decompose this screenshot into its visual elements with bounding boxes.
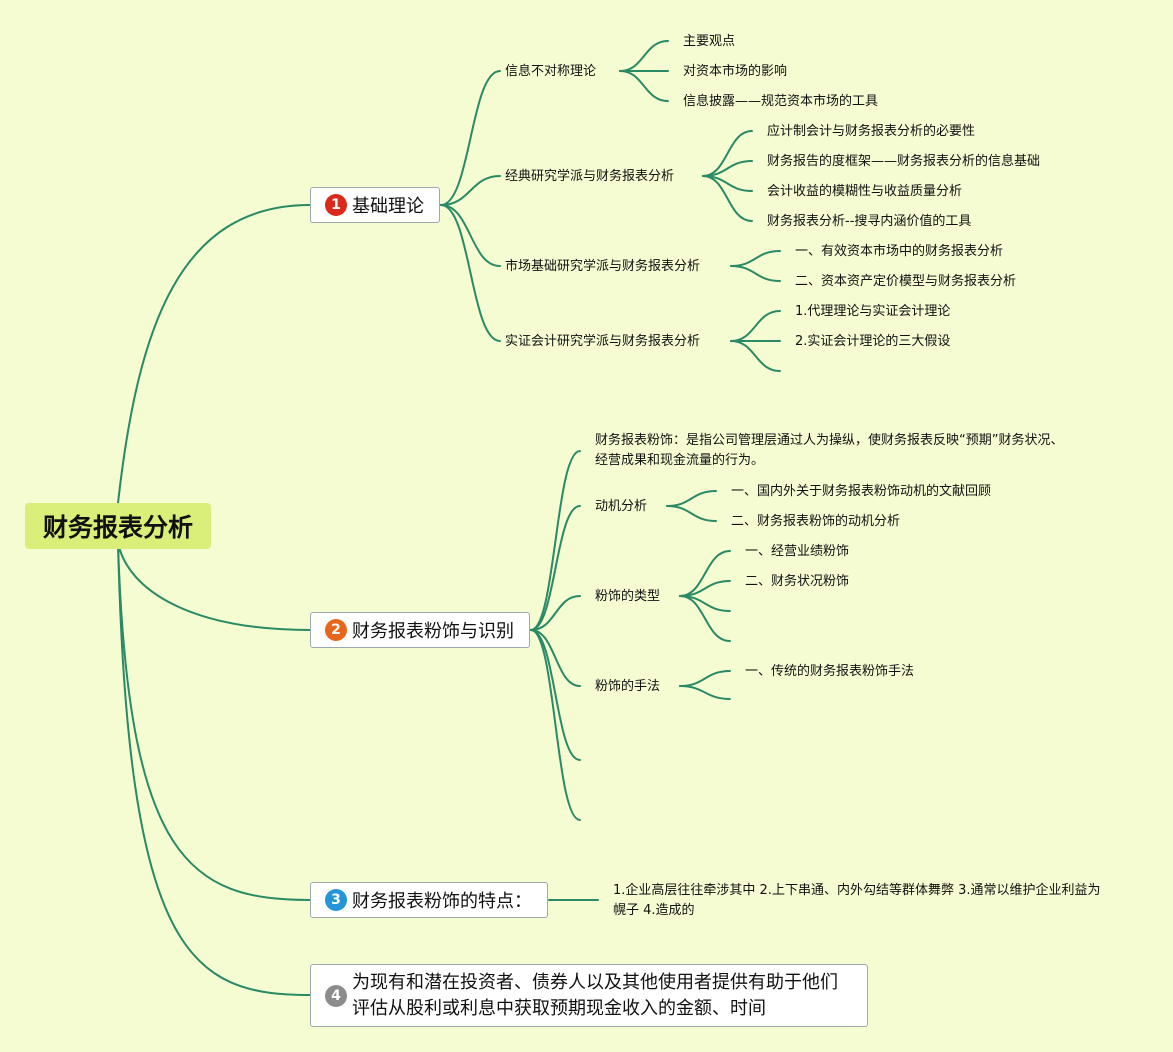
number-2-icon: 2 [325, 619, 347, 641]
edge-b2-leaf-c0 [679, 670, 731, 687]
edge-b1-leaf-d0 [730, 310, 781, 342]
edge-b1-leaf-c0 [730, 250, 781, 267]
node-market-school[interactable]: 市场基础研究学派与财务报表分析 [505, 259, 701, 274]
edge-b2-leaf-a1 [666, 505, 717, 522]
edge-b1-leaf-a0 [619, 40, 669, 72]
leaf-three-hypotheses[interactable]: 2.实证会计理论的三大假设 [795, 334, 951, 349]
leaf-intrinsic-value[interactable]: 财务报表分析--搜寻内涵价值的工具 [767, 214, 972, 229]
node-positive-school[interactable]: 实证会计研究学派与财务报表分析 [505, 334, 701, 349]
branch-label: 基础理论 [352, 196, 424, 217]
node-classical-school[interactable]: 经典研究学派与财务报表分析 [505, 169, 675, 184]
edge-b1-sub2 [440, 204, 501, 267]
node-info-asymmetry[interactable]: 信息不对称理论 [505, 64, 597, 79]
edge-root-branch4 [117, 542, 311, 996]
root-node[interactable]: 财务报表分析 [25, 503, 211, 549]
edge-b2-leaf-c1 [679, 685, 731, 700]
leaf-capital-market-impact[interactable]: 对资本市场的影响 [683, 64, 788, 79]
node-dressing-types[interactable]: 粉饰的类型 [595, 589, 661, 604]
edge-b1-leaf-d2 [730, 340, 781, 372]
node-dressing-methods[interactable]: 粉饰的手法 [595, 679, 661, 694]
branch-label: 财务报表粉饰的特点： [352, 891, 532, 912]
branch-label: 财务报表粉饰与识别 [352, 621, 514, 642]
edge-b1-sub3 [440, 204, 501, 342]
number-3-icon: 3 [325, 889, 347, 911]
edge-b1-sub0 [440, 70, 501, 206]
edge-b2-sub1 [530, 505, 581, 631]
leaf-capm[interactable]: 二、资本资产定价模型与财务报表分析 [795, 274, 1017, 289]
root-label: 财务报表分析 [42, 513, 193, 542]
edge-root-branch3 [117, 542, 311, 901]
branch-basic-theory[interactable]: 1 基础理论 [310, 187, 440, 223]
leaf-traditional-methods[interactable]: 一、传统的财务报表粉饰手法 [745, 664, 915, 679]
edge-b2-sub5 [530, 629, 581, 821]
branch-label: 为现有和潜在投资者、债券人以及其他使用者提供有助于他们评估从股利或利息中获取预期… [352, 971, 838, 1019]
edge-b1-sub1 [440, 175, 501, 206]
edge-b2-sub2 [530, 595, 581, 631]
branch-characteristics[interactable]: 3 财务报表粉饰的特点： [310, 882, 548, 918]
leaf-report-framework[interactable]: 财务报告的度框架——财务报表分析的信息基础 [767, 154, 1041, 169]
node-motive-analysis[interactable]: 动机分析 [595, 499, 648, 514]
branch-objective[interactable]: 4 为现有和潜在投资者、债券人以及其他使用者提供有助于他们评估从股利或利息中获取… [310, 964, 868, 1027]
edge-b2-leaf-a0 [666, 490, 717, 507]
edge-root-branch1 [117, 204, 311, 504]
leaf-main-views[interactable]: 主要观点 [683, 34, 736, 49]
branch-window-dressing[interactable]: 2 财务报表粉饰与识别 [310, 612, 530, 648]
edge-b1-leaf-a2 [619, 70, 669, 102]
edge-b2-sub3 [530, 629, 581, 687]
node-characteristics-detail[interactable]: 1.企业高层往往牵涉其中 2.上下串通、内外勾结等群体舞弊 3.通常以维护企业利… [613, 883, 1101, 918]
number-4-icon: 4 [325, 984, 347, 1007]
leaf-info-disclosure[interactable]: 信息披露——规范资本市场的工具 [683, 94, 879, 109]
edge-b2-sub0 [530, 450, 581, 631]
leaf-agency-theory[interactable]: 1.代理理论与实证会计理论 [795, 304, 951, 319]
leaf-literature-review[interactable]: 一、国内外关于财务报表粉饰动机的文献回顾 [731, 484, 992, 499]
leaf-motive-analysis[interactable]: 二、财务报表粉饰的动机分析 [731, 514, 901, 529]
leaf-performance-dressing[interactable]: 一、经营业绩粉饰 [745, 544, 850, 559]
leaf-financial-position-dressing[interactable]: 二、财务状况粉饰 [745, 574, 850, 589]
leaf-efficient-market[interactable]: 一、有效资本市场中的财务报表分析 [795, 244, 1004, 259]
edge-b2-sub4 [530, 629, 581, 761]
edge-b1-leaf-b3 [702, 175, 753, 222]
number-1-icon: 1 [325, 194, 347, 216]
edge-b2-leaf-b3 [679, 595, 731, 642]
leaf-accrual-necessity[interactable]: 应计制会计与财务报表分析的必要性 [767, 124, 976, 139]
edge-b1-leaf-c1 [730, 265, 781, 282]
edge-root-branch2 [117, 542, 311, 631]
leaf-earnings-quality[interactable]: 会计收益的模糊性与收益质量分析 [767, 184, 963, 199]
node-definition[interactable]: 财务报表粉饰：是指公司管理层通过人为操纵，使财务报表反映“预期”财务状况、经营成… [595, 433, 1064, 468]
